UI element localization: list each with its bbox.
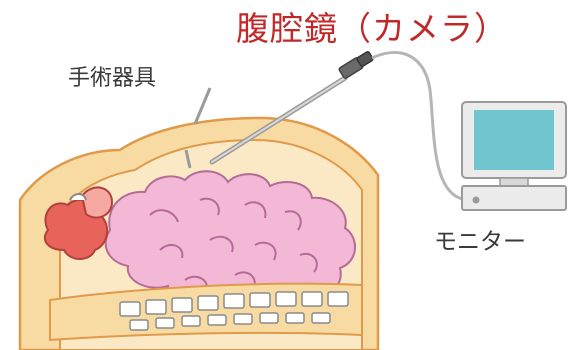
abdomen-cross-section-icon [20, 118, 378, 350]
laparoscope-label: 腹腔鏡（カメラ） [236, 12, 508, 45]
monitor-label: モニター [434, 231, 526, 254]
monitor-icon [462, 102, 566, 210]
surgical-instrument-label: 手術器具 [68, 68, 156, 90]
